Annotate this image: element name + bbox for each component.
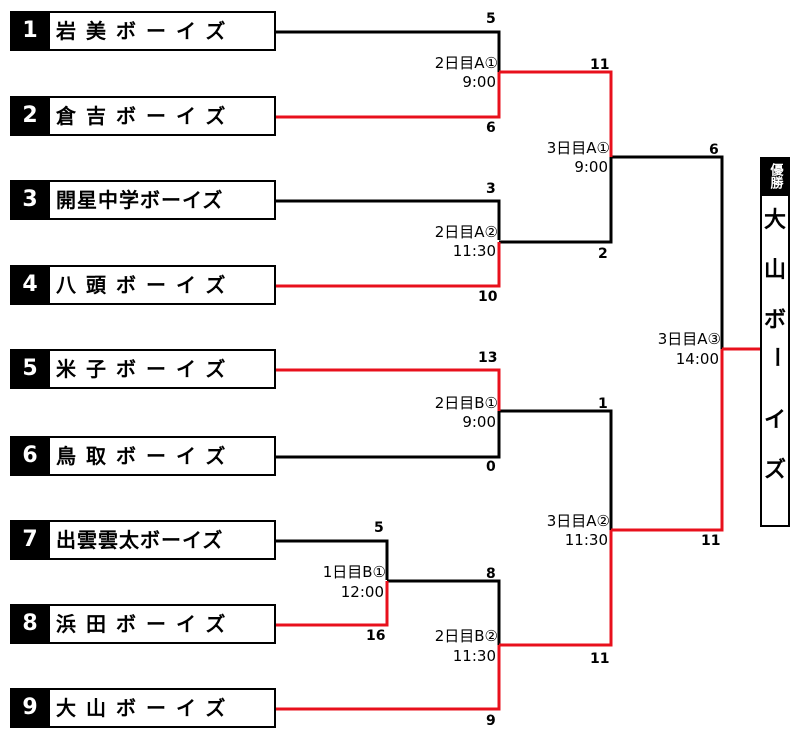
line-team-9	[276, 645, 501, 711]
team-name: 八頭ボーイズ	[50, 265, 276, 305]
score: 9	[486, 713, 496, 729]
champion-char: イ	[763, 408, 786, 433]
team-name: 鳥取ボーイズ	[50, 436, 276, 476]
line-team-7	[276, 539, 389, 580]
match-label: 2日目B①	[434, 394, 498, 412]
match-time: 11:30	[564, 531, 608, 549]
line-team-5-r3	[499, 409, 613, 530]
line-team-4-r3	[499, 157, 613, 244]
seed-8: 8	[10, 604, 50, 644]
match-time: 11:30	[452, 647, 496, 665]
score: 6	[486, 120, 496, 136]
team-9: 9 大山ボーイズ	[10, 688, 276, 728]
line-team-8	[276, 581, 389, 627]
champion-header-text: 優勝	[767, 163, 783, 189]
match-time: 9:00	[462, 73, 496, 91]
match-time: 14:00	[675, 350, 719, 368]
score: 6	[709, 142, 719, 158]
team-name: 大山ボーイズ	[50, 688, 276, 728]
champion-char: 大	[763, 208, 786, 233]
match-label: 1日目B①	[322, 563, 386, 581]
line-team-1	[276, 30, 501, 72]
line-team-9-r3	[499, 530, 613, 647]
match-label: 3日目A②	[546, 512, 610, 530]
line-team-2-r3	[499, 70, 613, 157]
team-name: 岩美ボーイズ	[50, 11, 276, 51]
team-3: 3 開星中学ボーイズ	[10, 180, 276, 220]
team-4: 4 八頭ボーイズ	[10, 265, 276, 305]
match-time: 9:00	[574, 158, 608, 176]
score: 13	[478, 350, 498, 366]
seed-7: 7	[10, 520, 50, 560]
score: 5	[374, 520, 384, 536]
line-team-9-final	[611, 349, 724, 532]
champion-char: ズ	[763, 458, 786, 483]
score: 16	[366, 628, 386, 644]
line-team-2	[276, 72, 501, 119]
team-name: 出雲雲太ボーイズ	[50, 520, 276, 560]
team-name: 浜田ボーイズ	[50, 604, 276, 644]
seed-6: 6	[10, 436, 50, 476]
score: 11	[701, 533, 721, 549]
line-team-5	[276, 368, 501, 411]
score: 5	[486, 11, 496, 27]
champion-header: 優勝	[762, 159, 788, 196]
champion-char: ボ	[763, 308, 786, 333]
score: 11	[590, 57, 610, 73]
match-label: 3日目A③	[657, 330, 721, 348]
team-2: 2 倉吉ボーイズ	[10, 96, 276, 136]
champion-box: 優勝 大 山 ボ ー イ ズ	[760, 157, 790, 527]
line-team-3	[276, 199, 501, 240]
seed-4: 4	[10, 265, 50, 305]
match-label: 3日目A①	[546, 139, 610, 157]
match-label: 2日目A②	[434, 223, 498, 241]
team-5: 5 米子ボーイズ	[10, 349, 276, 389]
score: 2	[598, 246, 608, 262]
score: 3	[486, 181, 496, 197]
team-name: 開星中学ボーイズ	[50, 180, 276, 220]
score: 1	[598, 396, 608, 412]
team-name: 米子ボーイズ	[50, 349, 276, 389]
score: 11	[590, 651, 610, 667]
seed-9: 9	[10, 688, 50, 728]
team-8: 8 浜田ボーイズ	[10, 604, 276, 644]
score: 0	[486, 459, 496, 475]
champion-name: 大 山 ボ ー イ ズ	[762, 196, 788, 496]
team-6: 6 鳥取ボーイズ	[10, 436, 276, 476]
match-time: 12:00	[340, 583, 384, 601]
line-team-8-r2	[387, 579, 501, 645]
line-team-2-final	[611, 155, 724, 349]
line-team-6	[276, 411, 501, 459]
team-name: 倉吉ボーイズ	[50, 96, 276, 136]
line-team-4	[276, 242, 501, 288]
team-1: 1 岩美ボーイズ	[10, 11, 276, 51]
champion-char: ー	[763, 346, 788, 368]
champion-char: 山	[763, 258, 786, 283]
seed-2: 2	[10, 96, 50, 136]
seed-1: 1	[10, 11, 50, 51]
match-time: 11:30	[452, 242, 496, 260]
match-label: 2日目B②	[434, 627, 498, 645]
match-label: 2日目A①	[434, 54, 498, 72]
seed-5: 5	[10, 349, 50, 389]
team-7: 7 出雲雲太ボーイズ	[10, 520, 276, 560]
score: 8	[486, 566, 496, 582]
seed-3: 3	[10, 180, 50, 220]
match-time: 9:00	[462, 413, 496, 431]
score: 10	[478, 289, 498, 305]
